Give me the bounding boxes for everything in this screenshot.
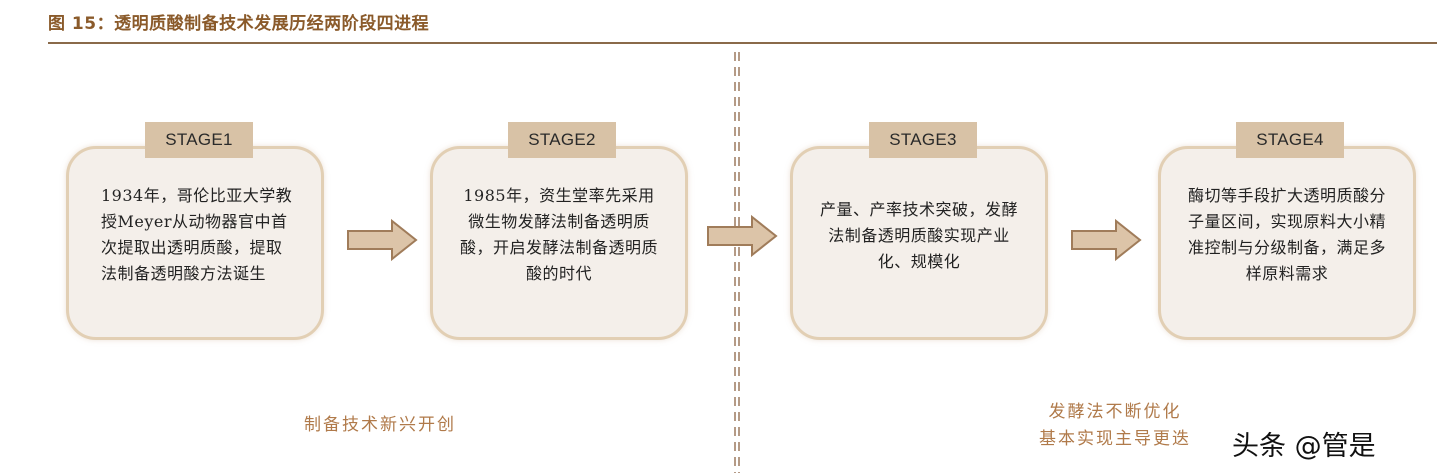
stage3-box: 产量、产率技术突破，发酵法制备透明质酸实现产业化、规模化 (790, 146, 1048, 340)
stage1-label: STAGE1 (145, 122, 253, 158)
stage2-text: 1985年，资生堂率先采用微生物发酵法制备透明质酸，开启发酵法制备透明质酸的时代 (459, 186, 658, 283)
stage2-label: STAGE2 (508, 122, 616, 158)
figure-title: 图 15：透明质酸制备技术发展历经两阶段四进程 (48, 14, 430, 34)
stage3-text: 产量、产率技术突破，发酵法制备透明质酸实现产业化、规模化 (819, 200, 1018, 271)
right-arrow-icon (1071, 218, 1142, 262)
right-arrow-icon (347, 218, 418, 262)
stage2-box: 1985年，资生堂率先采用微生物发酵法制备透明质酸，开启发酵法制备透明质酸的时代 (430, 146, 688, 340)
phase1-caption: 制备技术新兴开创 (304, 415, 456, 435)
stage4-text: 酶切等手段扩大透明质酸分子量区间，实现原料大小精准控制与分级制备，满足多样原料需… (1187, 186, 1386, 283)
stage1-text: 1934年，哥伦比亚大学教授Meyer从动物器官中首次提取出透明质酸，提取法制备… (101, 186, 293, 283)
phase2-caption-line2: 基本实现主导更迭 (1039, 429, 1191, 449)
stage1-box: 1934年，哥伦比亚大学教授Meyer从动物器官中首次提取出透明质酸，提取法制备… (66, 146, 324, 340)
stage3-label: STAGE3 (869, 122, 977, 158)
title-rule (48, 42, 1437, 44)
phase-divider (734, 52, 740, 473)
stage4-box: 酶切等手段扩大透明质酸分子量区间，实现原料大小精准控制与分级制备，满足多样原料需… (1158, 146, 1416, 340)
right-arrow-icon (707, 214, 778, 258)
stage4-label: STAGE4 (1236, 122, 1344, 158)
phase2-caption-line1: 发酵法不断优化 (1048, 402, 1182, 422)
watermark: 头条 @管是 (1232, 431, 1376, 462)
